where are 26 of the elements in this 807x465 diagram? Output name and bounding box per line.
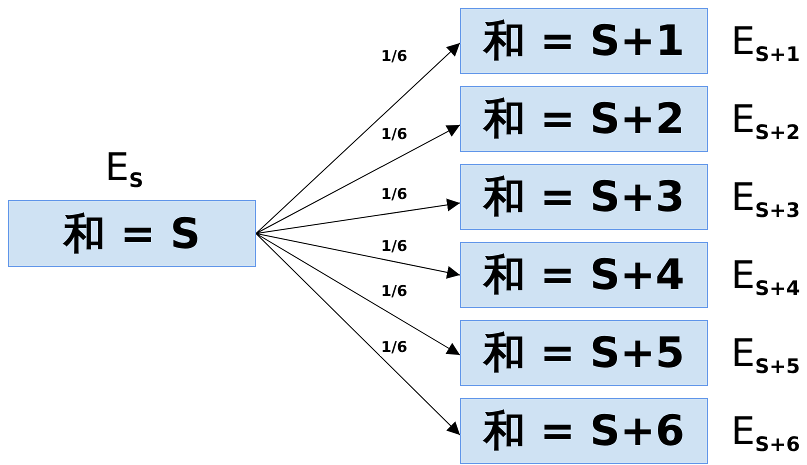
sum-label: 和 = S+2 [483, 93, 685, 145]
arrow [256, 233, 460, 436]
arrow [256, 198, 460, 234]
edge-label: 1/6 [380, 186, 408, 202]
expectation-label: E$_{S+1}$ [731, 19, 800, 66]
edge-label: 1/6 [380, 339, 408, 356]
sum-label: 和 = S+4 [483, 249, 685, 301]
edge-label: 1/6 [380, 283, 408, 300]
edge-label: 1/6 [380, 238, 408, 254]
expectation-label: E$_{S+2}$ [731, 97, 800, 144]
sum-label: 和 = S+1 [483, 15, 685, 67]
expectation-label: E$_{S+3}$ [731, 175, 800, 222]
edge-label: 1/6 [380, 48, 408, 64]
arrow [256, 233, 460, 279]
arrow [256, 124, 460, 234]
arrow [256, 233, 460, 356]
arrow [256, 42, 460, 234]
sum-label: 和 = S+5 [483, 327, 685, 379]
edge-label: 1/6 [380, 126, 408, 142]
expectation-label: E$_{S+4}$ [731, 253, 800, 300]
expectation-label: E$_{S+5}$ [731, 331, 800, 378]
sum-label: 和 = S+3 [483, 171, 685, 223]
expectation-label: E$_{S+6}$ [731, 409, 800, 456]
sum-label: 和 = S [64, 208, 200, 260]
expectation-label: E$_{S}$ [105, 145, 144, 192]
sum-label: 和 = S+6 [483, 405, 685, 457]
